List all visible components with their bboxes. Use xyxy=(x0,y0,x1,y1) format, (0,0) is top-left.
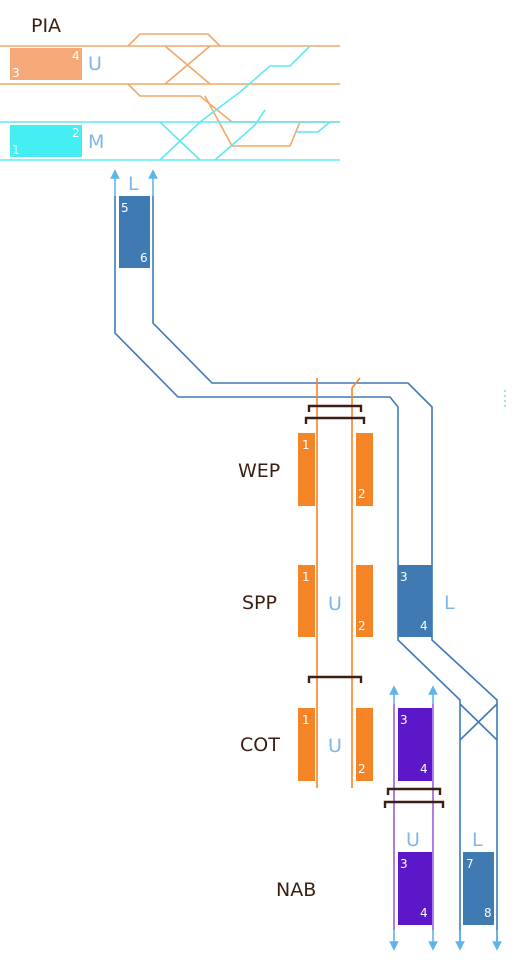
line-letter-pia-u: U xyxy=(88,53,102,75)
cot-platform-1 xyxy=(298,708,315,781)
bumper-cot-top xyxy=(307,675,363,683)
plat-num-nab-3: 3 xyxy=(400,857,408,871)
line-letter-nab-l: L xyxy=(472,829,483,851)
pia-l-line: L 5 6 xyxy=(110,169,506,944)
pia-orange-tracks xyxy=(0,33,340,147)
plat-num-cot-1: 1 xyxy=(302,713,310,727)
pia-platform-5-6 xyxy=(119,196,150,268)
pia-orange-upper-loop xyxy=(127,33,221,47)
plat-num-wep-1: 1 xyxy=(302,438,310,452)
station-label-pia: PIA xyxy=(31,15,61,37)
line-letter-spp-u: U xyxy=(328,593,342,615)
station-label-wep: WEP xyxy=(238,460,280,482)
orange-track-right xyxy=(351,377,361,788)
pia-cyan-diagonal xyxy=(199,45,311,123)
nab-platform-7-8 xyxy=(463,852,494,925)
orange-corridor: WEP 1 2 SPP 1 2 U COT 1 2 U xyxy=(238,377,373,788)
plat-num-spp-2: 2 xyxy=(358,619,366,633)
plat-num-wep-2: 2 xyxy=(358,487,366,501)
purple-line: 3 4 U 3 4 xyxy=(383,685,445,951)
pia-platform-3-4 xyxy=(10,48,82,80)
pia-cyan-cross-b xyxy=(159,121,201,161)
line-letter-pia-l: L xyxy=(128,173,139,195)
blue-track-right xyxy=(152,196,498,944)
nab-group: NAB L 7 8 xyxy=(276,829,502,951)
plat-num-cot-3: 3 xyxy=(400,713,408,727)
pia-orange-cross-b xyxy=(164,45,211,85)
bumper-nab-top-2 xyxy=(383,800,445,808)
pia-cyan-diagonal-2 xyxy=(214,109,266,161)
station-label-nab: NAB xyxy=(276,879,316,901)
blue-cross-b xyxy=(459,703,498,741)
plat-num-pia-4: 4 xyxy=(72,49,80,63)
line-letter-spp-l: L xyxy=(444,592,455,614)
cot-platform-2 xyxy=(356,708,373,781)
bumper-wep-top xyxy=(307,404,363,412)
wep-platform-2 xyxy=(356,433,373,506)
line-letter-pia-m: M xyxy=(88,131,104,153)
plat-num-pia-6: 6 xyxy=(140,251,148,265)
pia-cyan-tracks xyxy=(0,45,340,161)
line-letter-nab-u: U xyxy=(406,829,420,851)
plat-num-nab-4: 4 xyxy=(420,906,428,920)
spp-platform-3-4 xyxy=(398,565,432,637)
spp-platform-2 xyxy=(356,565,373,637)
plat-num-nab-7: 7 xyxy=(466,857,474,871)
plat-num-spp-4: 4 xyxy=(420,619,428,633)
bumper-wep-top-2 xyxy=(304,416,366,424)
plat-num-nab-8: 8 xyxy=(484,906,492,920)
plat-num-cot-2: 2 xyxy=(358,762,366,776)
cot-platform-3-4 xyxy=(398,708,432,781)
plat-num-pia-3: 3 xyxy=(12,66,20,80)
station-label-spp: SPP xyxy=(242,592,277,614)
nab-platform-3-4 xyxy=(398,852,432,925)
plat-num-spp-1: 1 xyxy=(302,570,310,584)
spp-blue: 3 4 L xyxy=(398,565,455,637)
plat-num-pia-1: 1 xyxy=(12,143,20,157)
plat-num-spp-3: 3 xyxy=(400,570,408,584)
bumper-nab-top xyxy=(386,787,442,795)
plat-num-pia-5: 5 xyxy=(121,201,129,215)
pia-group: PIA U M 3 4 1 2 xyxy=(0,15,340,161)
station-label-cot: COT xyxy=(240,734,280,756)
wep-platform-1 xyxy=(298,433,315,506)
blue-track-left xyxy=(114,196,461,944)
spp-platform-1 xyxy=(298,565,315,637)
line-letter-cot-u: U xyxy=(328,735,342,757)
plat-num-cot-4: 4 xyxy=(420,762,428,776)
plat-num-pia-2: 2 xyxy=(72,126,80,140)
pia-cyan-right-spur xyxy=(295,121,331,133)
pia-platform-1-2 xyxy=(10,125,82,157)
